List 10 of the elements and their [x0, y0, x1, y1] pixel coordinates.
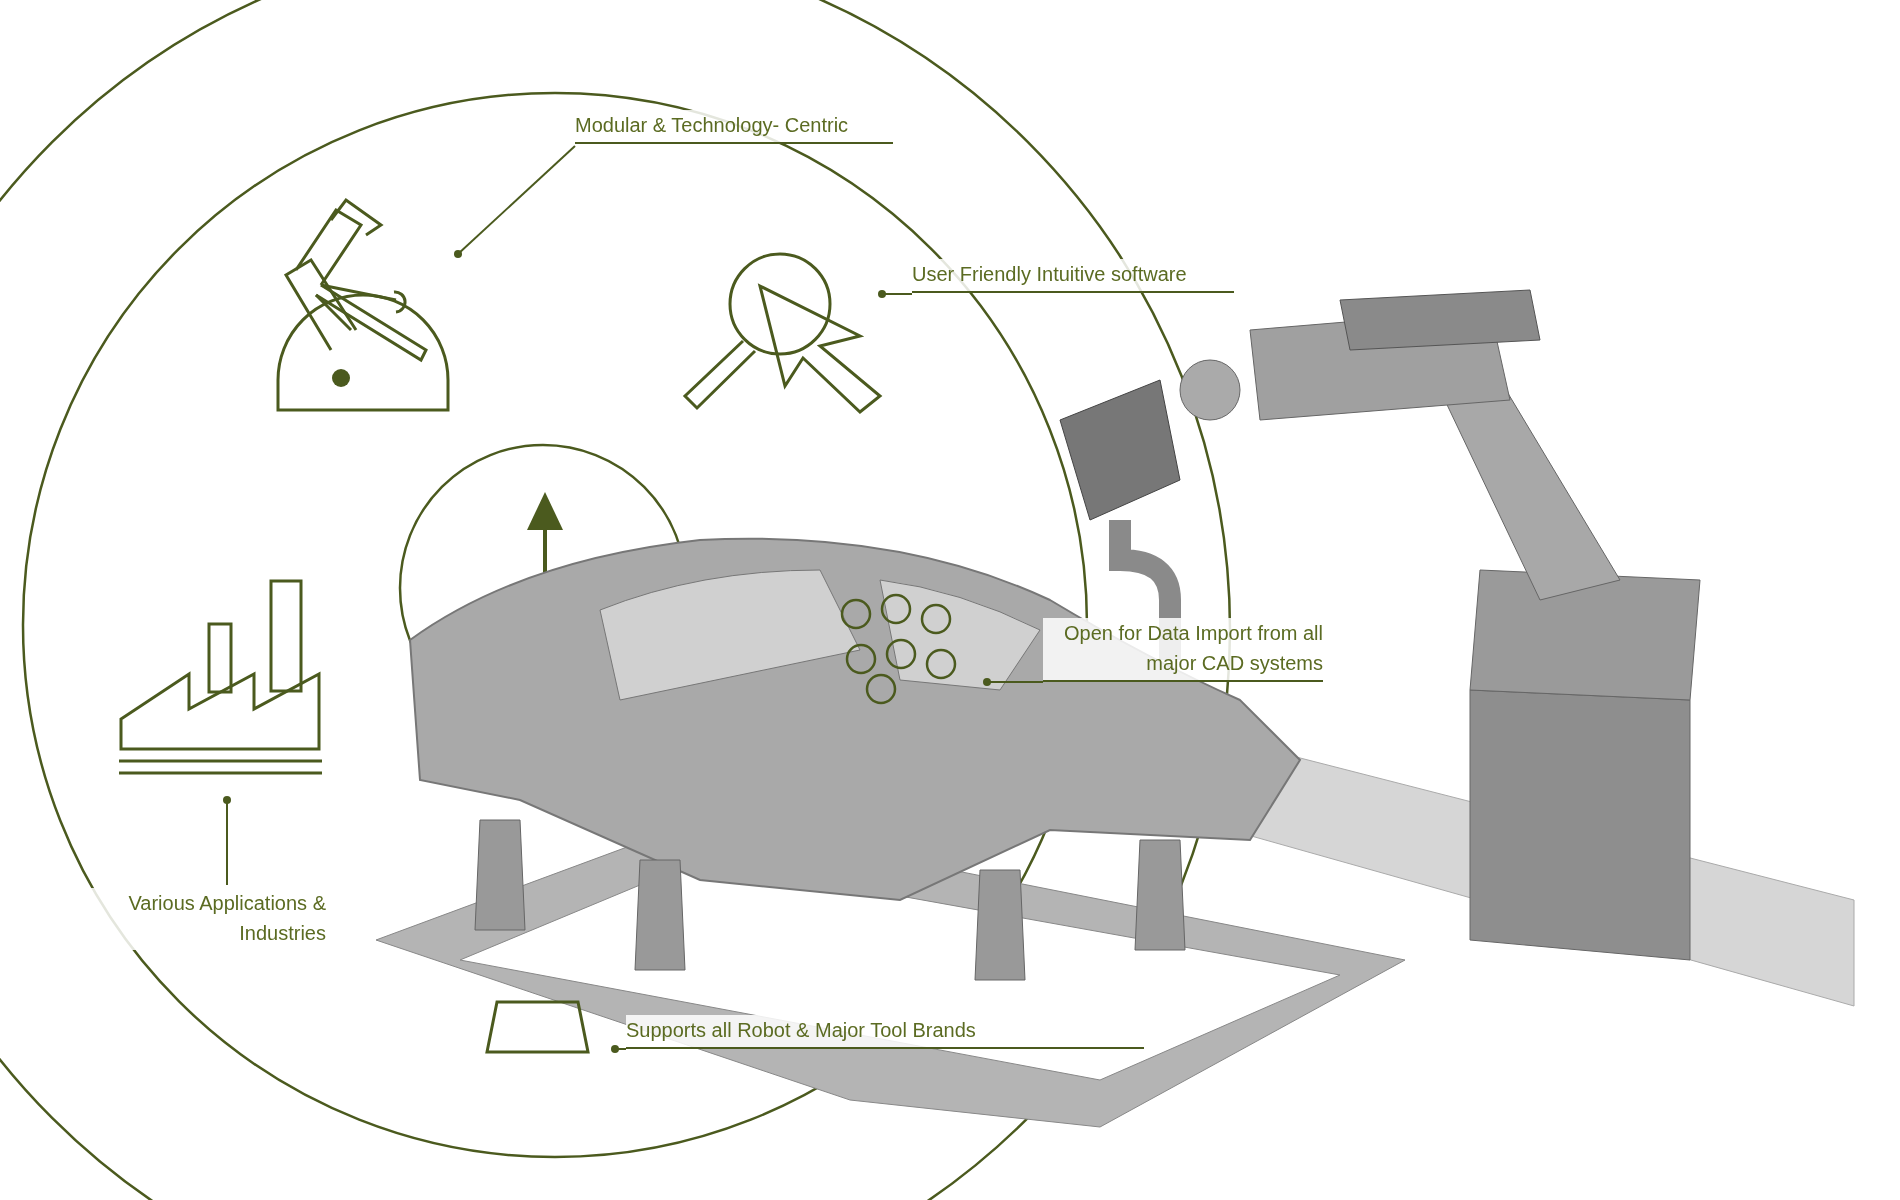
- callout-text: Supports all Robot & Major Tool Brands: [626, 1015, 1144, 1049]
- callout-text: Open for Data Import from all major CAD systems: [1043, 618, 1323, 682]
- robot-tools-icon: [276, 200, 451, 412]
- leader-line: [611, 1045, 627, 1053]
- leader-line: [223, 796, 231, 886]
- callout-text: User Friendly Intuitive software: [912, 259, 1234, 293]
- leader-line: [878, 290, 913, 298]
- leader-line: [983, 678, 1044, 686]
- leader-line: [454, 145, 576, 258]
- callout-text: Modular & Technology- Centric: [575, 110, 893, 144]
